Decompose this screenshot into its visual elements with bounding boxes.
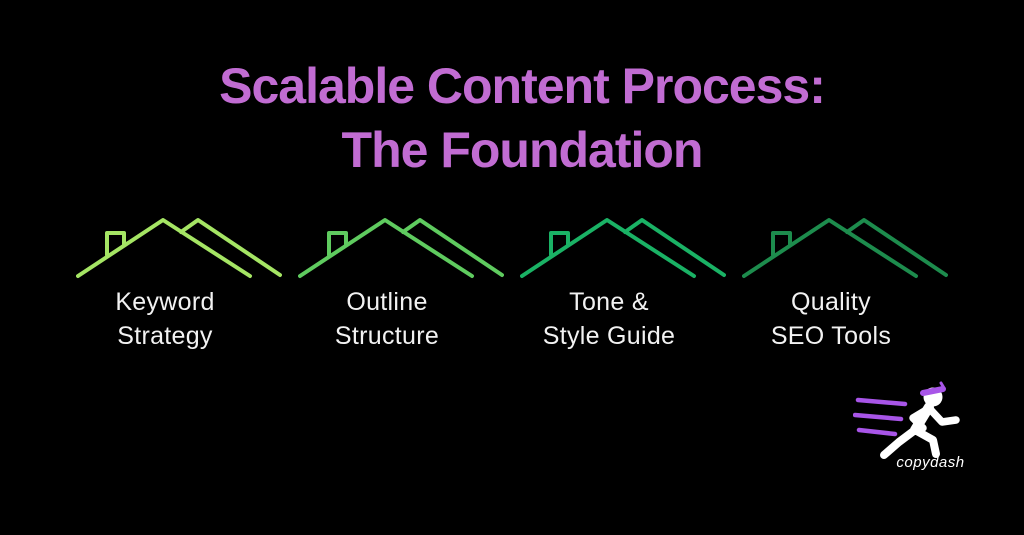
process-item-quality-seo-tools: Quality SEO Tools [742, 217, 948, 377]
process-item-label: Outline Structure [284, 285, 490, 353]
process-item-outline-structure: Outline Structure [298, 217, 504, 377]
label-line-1: Keyword [115, 288, 215, 316]
process-item-label: Keyword Strategy [62, 285, 268, 353]
label-line-2: Strategy [117, 322, 213, 350]
speed-line-icon [855, 397, 908, 407]
roofline-icon [76, 218, 282, 278]
page-title: Scalable Content Process: The Foundation [10, 54, 1024, 182]
label-line-2: Style Guide [542, 322, 676, 350]
brand-name: copydash [896, 454, 965, 471]
speed-line-icon [856, 427, 898, 437]
roofline-icon [298, 218, 504, 278]
label-line-1: Quality [791, 288, 871, 316]
title-line-2: The Foundation [341, 122, 704, 178]
process-item-label: Tone & Style Guide [506, 285, 712, 353]
process-item-label: Quality SEO Tools [728, 285, 934, 353]
speed-line-icon [853, 412, 904, 422]
label-line-2: SEO Tools [770, 322, 892, 350]
title-line-1: Scalable Content Process: [219, 58, 826, 114]
label-line-1: Tone & [569, 288, 649, 316]
process-item-tone-style-guide: Tone & Style Guide [520, 217, 726, 377]
process-item-keyword-strategy: Keyword Strategy [76, 217, 282, 377]
label-line-1: Outline [346, 288, 428, 316]
label-line-2: Structure [334, 322, 440, 350]
roofline-icon [520, 218, 726, 278]
headband-icon [920, 386, 946, 396]
running-person-icon [853, 381, 960, 459]
roofline-icon [742, 218, 948, 278]
headband-icon [939, 381, 946, 390]
brand-logo: copydash [853, 376, 968, 476]
